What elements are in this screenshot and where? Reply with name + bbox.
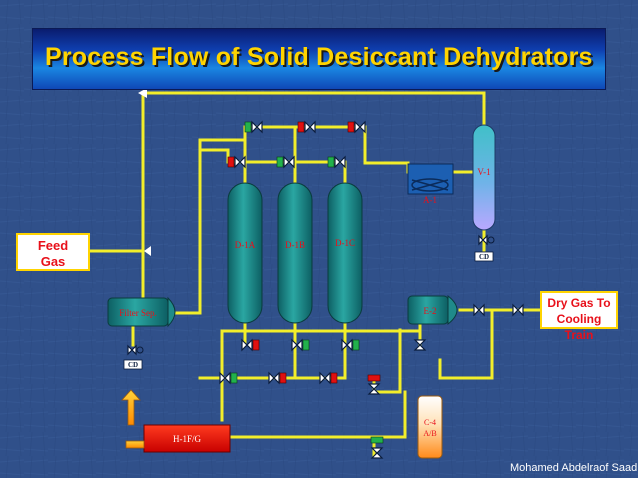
column-c4-label-1: C-4 [424,418,436,427]
valve-top-2[interactable] [297,120,316,134]
exchanger-e2-label: E-2 [424,306,437,316]
valve-e2-inlet[interactable] [413,339,427,351]
valve-control-red[interactable] [367,374,381,395]
flow-arrow-icon [144,246,151,256]
feed-gas-label-2: Gas [40,254,66,269]
heater-h1fg [121,389,231,453]
cooler-a1 [407,163,454,195]
filter-separator-label: Filter Sep. [119,308,157,318]
feed-gas-box: Feed Gas [16,233,90,271]
filter-separator [107,296,176,328]
valve-mid-3[interactable] [327,155,346,169]
tower-d1b [277,182,313,324]
tower-d1a [227,182,263,324]
feed-gas-label-1: Feed [37,238,69,253]
dry-gas-label-2: Cooling Train [556,312,602,342]
valve-low-2[interactable] [268,371,287,385]
exchanger-e2 [407,294,458,326]
drain-v1: CD [474,251,494,262]
valve-top-1[interactable] [244,120,263,134]
valve-bottom-2[interactable] [291,338,310,352]
cooler-a1-label: A-1 [423,195,437,205]
drain-v1-label: CD [479,253,489,261]
valve-top-3[interactable] [347,120,366,134]
valve-drain-filter-sep[interactable] [127,344,144,356]
tower-d1c-label: D-1C [335,238,355,248]
title-banner: Process Flow of Solid Desiccant Dehydrat… [32,28,606,90]
flow-arrow-icon [138,88,147,98]
tower-d1c [327,182,363,324]
vessel-v1 [472,124,496,231]
tower-d1b-label: D-1B [285,240,305,250]
valve-mid-2[interactable] [276,155,295,169]
dry-gas-label-1: Dry Gas To [547,296,611,310]
column-c4-label-2: A/B [423,429,436,438]
vessel-v1-label: V-1 [477,167,490,177]
valve-drain-v1[interactable] [478,234,495,246]
tower-d1a-label: D-1A [235,240,256,250]
valve-low-1[interactable] [219,371,238,385]
valve-low-3[interactable] [319,371,338,385]
valve-bottom-3[interactable] [341,338,360,352]
heater-label: H-1F/G [173,434,202,444]
valve-mid-1[interactable] [227,155,246,169]
valve-dry-gas-1[interactable] [473,303,485,317]
valve-dry-gas-2[interactable] [512,303,524,317]
exhaust-arrow-icon [121,389,141,426]
author-credit: Mohamed Abdelraof Saad [510,462,638,474]
valve-control-green[interactable] [370,436,384,459]
drain-filter-sep-label: CD [128,361,138,369]
page-title: Process Flow of Solid Desiccant Dehydrat… [45,43,593,71]
column-c4 [417,395,443,459]
valve-bottom-1[interactable] [241,338,260,352]
drain-filter-sep: CD [123,359,143,370]
dry-gas-box: Dry Gas To Cooling Train [540,291,618,342]
